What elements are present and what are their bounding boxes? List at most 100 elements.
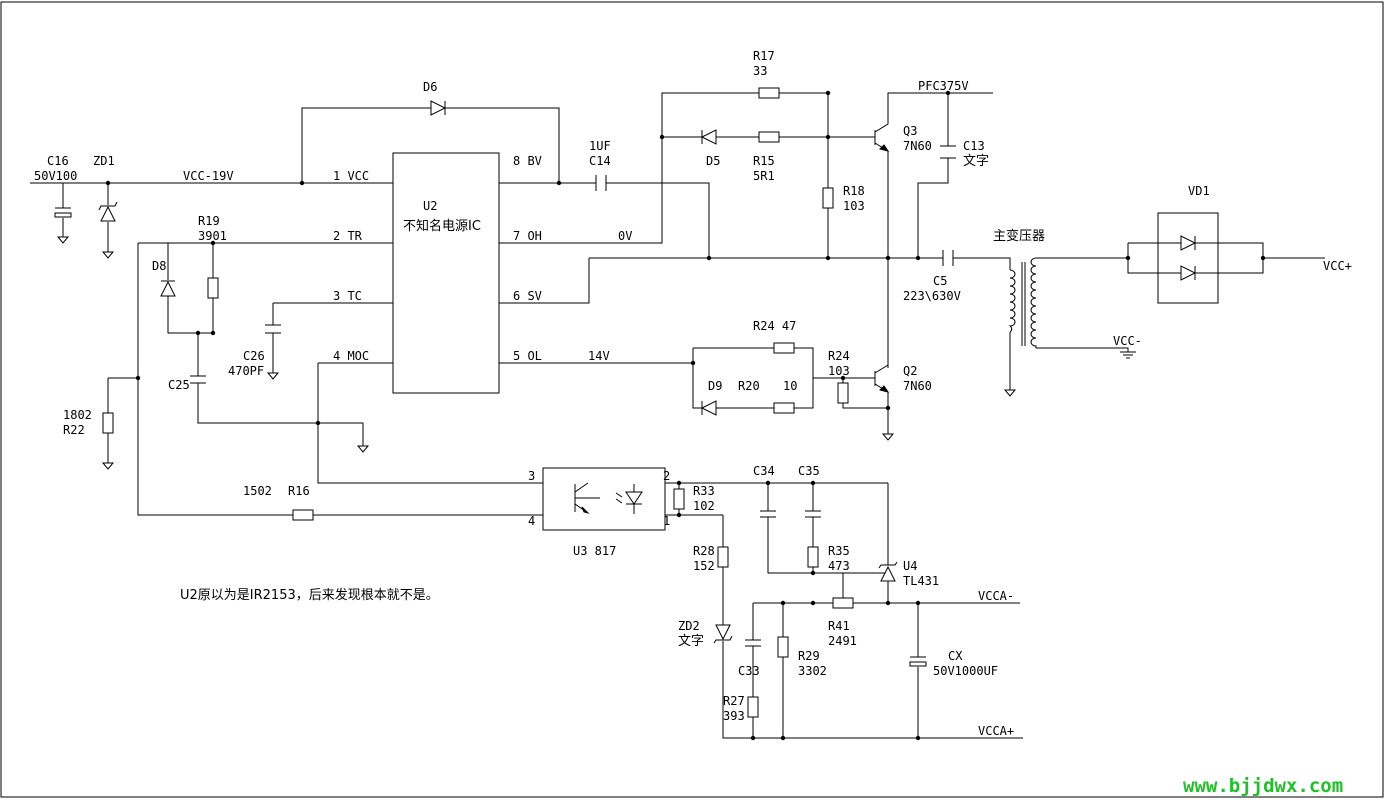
- diode-d9: [700, 400, 717, 416]
- label-q3: Q3: [903, 124, 917, 138]
- resistor-r17: [758, 87, 780, 99]
- resistor-r18: [822, 187, 834, 209]
- label-r17: R17: [753, 49, 775, 63]
- main-transformer: [1008, 257, 1037, 349]
- label-c13: C13: [963, 139, 985, 153]
- ic-u2: [392, 152, 500, 394]
- resistor-r16: [292, 509, 314, 521]
- u3-pin-4: 4: [528, 514, 535, 528]
- label-r18-val: 103: [843, 199, 865, 213]
- label-c25: C25: [168, 378, 190, 392]
- label-c16: C16: [47, 154, 69, 168]
- label-r16-val: 1502: [243, 484, 272, 498]
- pin-8-bv: 8 BV: [513, 154, 542, 168]
- label-r28: R28: [693, 544, 715, 558]
- pin-3-tc: 3 TC: [333, 289, 362, 303]
- label-r28-val: 152: [693, 559, 715, 573]
- label-r20: R20: [738, 379, 760, 393]
- resistor-r27: [747, 696, 759, 718]
- label-c5: C5: [933, 274, 947, 288]
- label-r33-val: 102: [693, 499, 715, 513]
- label-r24-47: R24 47: [753, 319, 796, 333]
- label-q2: Q2: [903, 364, 917, 378]
- label-q2-val: 7N60: [903, 379, 932, 393]
- capacitor-c13: [940, 145, 956, 159]
- pin-6-sv: 6 SV: [513, 289, 542, 303]
- label-r27: R27: [723, 694, 745, 708]
- capacitor-c33: [745, 639, 761, 647]
- optocoupler-u3: [542, 467, 666, 531]
- label-c14: C14: [589, 154, 611, 168]
- pin-4-moc: 4 MOC: [333, 349, 369, 363]
- capacitor-c16: [54, 207, 72, 218]
- diode-d5: [700, 129, 717, 145]
- label-r16: R16: [288, 484, 310, 498]
- capacitor-c14: [595, 175, 607, 191]
- capacitor-cx: [909, 656, 927, 667]
- label-c14-val: 1UF: [589, 139, 611, 153]
- resistor-r24b: [837, 382, 849, 404]
- label-pfc375v: PFC375V: [918, 79, 969, 93]
- transistor-q3: [879, 144, 890, 152]
- label-r18: R18: [843, 184, 865, 198]
- ground-symbols: [56, 236, 1136, 470]
- label-c16-val: 50V100: [34, 169, 77, 183]
- label-d6: D6: [423, 80, 437, 94]
- label-u4: U4: [903, 559, 917, 573]
- capacitors: [54, 145, 956, 667]
- resistor-r20: [773, 402, 795, 414]
- label-vcca-minus: VCCA-: [978, 589, 1014, 603]
- label-u4-val: TL431: [903, 574, 939, 588]
- label-d8: D8: [152, 259, 166, 273]
- label-r19-val: 3901: [198, 229, 227, 243]
- label-r22-val: 1802: [63, 408, 92, 422]
- resistor-r24a: [773, 342, 795, 354]
- transistor-q2: [879, 385, 890, 393]
- capacitor-c5: [942, 250, 954, 266]
- resistor-r29: [777, 636, 789, 658]
- label-vd1: VD1: [1188, 184, 1210, 198]
- label-zd2: ZD2: [678, 619, 700, 633]
- resistor-r28: [717, 546, 729, 568]
- pin-5-ol: 5 OL: [513, 349, 542, 363]
- label-vcc-minus: VCC-: [1113, 334, 1142, 348]
- label-c5-val: 223\630V: [903, 289, 961, 303]
- label-r15-val: 5R1: [753, 169, 775, 183]
- label-c33: C33: [738, 664, 760, 678]
- label-r22: R22: [63, 423, 85, 437]
- label-u3: U3 817: [573, 544, 616, 558]
- label-r35: R35: [828, 544, 850, 558]
- label-transformer: 主变压器: [993, 228, 1045, 244]
- u3-pin-2: 2: [663, 469, 670, 483]
- label-r29-val: 3302: [798, 664, 827, 678]
- label-c35: C35: [798, 464, 820, 478]
- label-u2-name: 不知名电源IC: [403, 218, 481, 234]
- capacitor-c34: [760, 510, 776, 518]
- label-d5: D5: [706, 154, 720, 168]
- label-vcc-plus: VCC+: [1323, 259, 1352, 273]
- capacitor-c26: [265, 324, 281, 334]
- label-zd2-val: 文字: [678, 634, 704, 649]
- label-r35-val: 473: [828, 559, 850, 573]
- diodes: [98, 100, 898, 644]
- zener-zd2: [713, 624, 733, 644]
- label-zd1: ZD1: [93, 154, 115, 168]
- bridge-vd1: [1157, 212, 1219, 304]
- resistor-r19: [207, 277, 219, 299]
- label-r27-val: 393: [723, 709, 745, 723]
- junctions: [105, 90, 1266, 741]
- label-c26: C26: [243, 349, 265, 363]
- label-c34: C34: [753, 464, 775, 478]
- site-watermark: www.bjjdwx.com: [1183, 775, 1343, 797]
- label-r41-val: 2491: [828, 634, 857, 648]
- label-r29: R29: [798, 649, 820, 663]
- label-d9: D9: [708, 379, 722, 393]
- pin-2-tr: 2 TR: [333, 229, 363, 243]
- pin-7-oh: 7 OH: [513, 229, 542, 243]
- diode-d6: [430, 100, 447, 116]
- u3-pin-1: 1: [663, 514, 670, 528]
- label-q3-val: 7N60: [903, 139, 932, 153]
- label-r19: R19: [198, 214, 220, 228]
- capacitor-c25: [190, 375, 206, 384]
